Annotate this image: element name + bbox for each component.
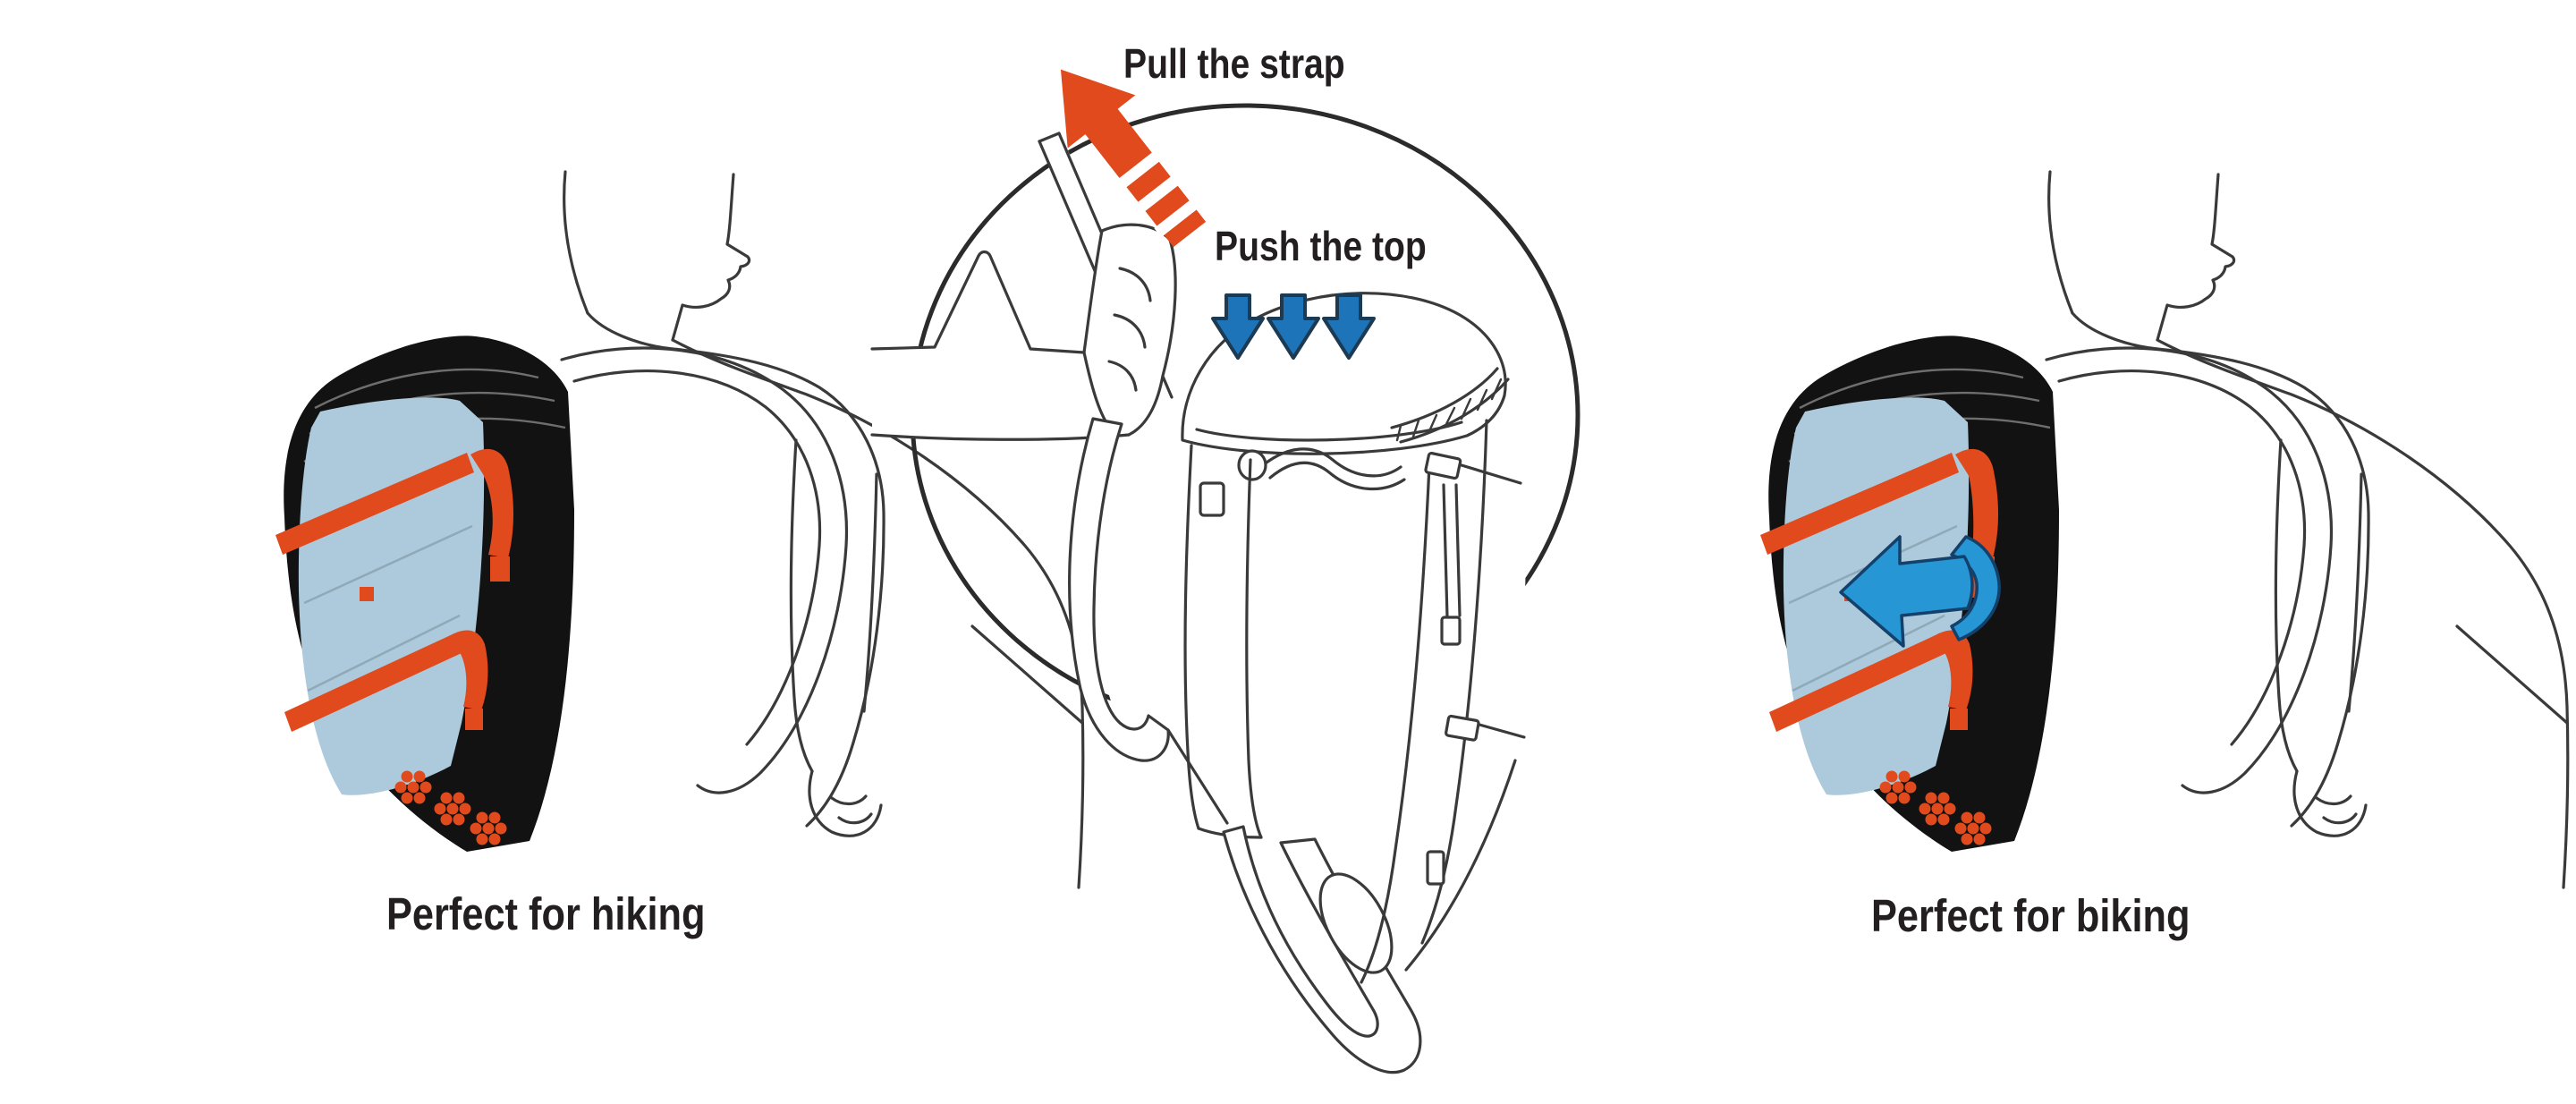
zipper-hatch <box>1395 378 1503 442</box>
biking-figure <box>1758 170 2570 889</box>
hiking-figure <box>274 170 1085 889</box>
strap-hardware <box>1424 451 1526 886</box>
hand-fill <box>872 225 1176 440</box>
push-top-label: Push the top <box>1215 223 1427 269</box>
pack-detail-lines <box>1068 292 1526 1074</box>
arrow-gap-stripes <box>1116 150 1199 238</box>
detail-view <box>870 69 1580 1091</box>
caption-hiking: Perfect for hiking <box>386 888 706 939</box>
hand-outline <box>870 223 1177 441</box>
caption-biking: Perfect for biking <box>1871 890 2190 941</box>
pull-strap-arrow-icon <box>1060 69 1207 248</box>
push-down-arrows-icon <box>1211 293 1376 360</box>
turn-arrow-icon <box>1839 535 2001 648</box>
pull-strap-label: Pull the strap <box>1123 40 1345 87</box>
